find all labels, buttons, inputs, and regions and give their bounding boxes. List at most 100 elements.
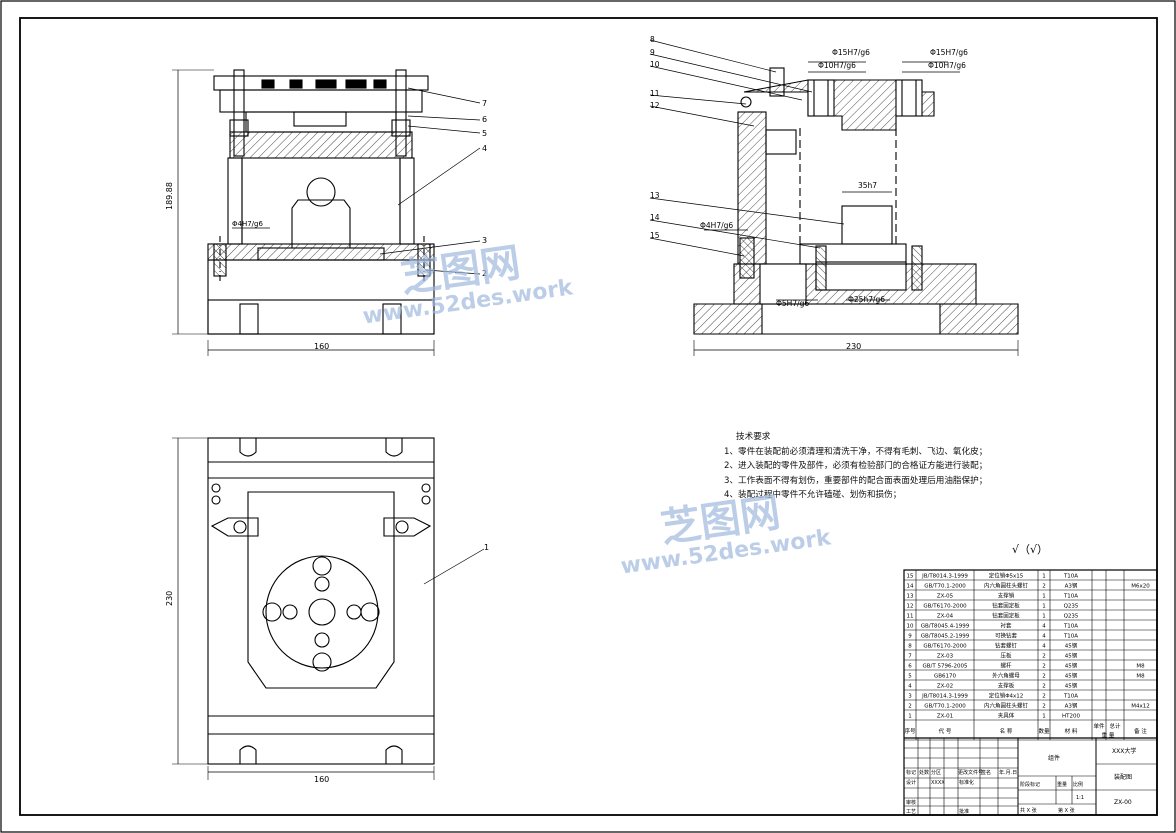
tb-weight-label: 重量	[1057, 781, 1067, 788]
side-fit-5: 35h7	[858, 181, 877, 190]
bom-name: 钻套固定板	[992, 602, 1020, 610]
bom-name: 内六角圆柱头螺钉	[984, 582, 1029, 590]
callout-6: 6	[482, 115, 487, 124]
tech-item-3: 3、工作表面不得有划伤，重要部件的配合面表面处理后用油脂保护；	[724, 475, 988, 486]
callout-12: 12	[650, 101, 660, 110]
bom-note: M8	[1136, 674, 1145, 680]
bom-qty: 1	[1042, 714, 1046, 720]
bom-header-total: 总计	[1109, 722, 1121, 730]
bom-note: M6x20	[1131, 584, 1150, 590]
bom-code: ZX-02	[937, 684, 953, 690]
tech-item-4: 4、装配过程中零件不允许磕碰、划伤和损伤；	[724, 490, 902, 501]
bom-code: GB/T70.1-2000	[924, 584, 966, 590]
callout-15: 15	[650, 231, 660, 240]
bom-qty: 1	[1042, 574, 1046, 580]
bom-name: 可换钻套	[995, 632, 1018, 640]
tb-zone: 分区	[931, 769, 941, 776]
bom-qty: 2	[1042, 684, 1046, 690]
bom-code: GB/T6170-2000	[923, 644, 967, 650]
bom-material: T10A	[1063, 624, 1078, 630]
bom-name: 衬套	[1000, 622, 1012, 630]
tb-designer: XXXX	[931, 780, 945, 786]
bom-qty: 1	[1042, 594, 1046, 600]
bom-header-no: 序号	[904, 727, 916, 735]
callout-13: 13	[650, 191, 660, 200]
bom-material: 45钢	[1065, 682, 1078, 690]
bom-name: 钻套固定板	[992, 612, 1020, 620]
side-fit-3: Φ15H7/g6	[930, 48, 968, 57]
bom-material: A3钢	[1065, 702, 1078, 710]
bom-note: M4x12	[1131, 704, 1150, 710]
side-view	[649, 39, 1019, 356]
bom-material: Q235	[1064, 604, 1079, 610]
tb-date: 年.月.日	[999, 769, 1017, 776]
bom-name: 夹具体	[998, 712, 1015, 720]
bom-code: ZX-04	[937, 614, 954, 620]
callout-5: 5	[482, 129, 487, 138]
bom-code: JB/T8014.3-1999	[921, 694, 968, 700]
bom-header-unit: 单件	[1093, 722, 1105, 730]
bom-no: 15	[907, 574, 914, 580]
tb-scale: 1:1	[1076, 795, 1084, 801]
bom-material: HT200	[1062, 714, 1080, 720]
tb-school: XXX大学	[1112, 747, 1136, 755]
bom-code: GB/T70.1-2000	[924, 704, 966, 710]
callout-4: 4	[482, 144, 487, 153]
bom-no: 9	[908, 634, 912, 640]
tb-process: 工艺	[906, 809, 916, 815]
bom-name: 支撑销	[998, 592, 1015, 600]
callout-10: 10	[650, 60, 660, 69]
bom-name: 定位销Φ5x15	[989, 572, 1024, 580]
bom-note: M8	[1136, 664, 1145, 670]
callout-8: 8	[650, 35, 655, 44]
bom-qty: 2	[1042, 664, 1046, 670]
bom-material: 45钢	[1065, 672, 1078, 680]
bom-code: ZX-01	[937, 714, 953, 720]
bom-qty: 4	[1042, 644, 1046, 650]
bom-name: 钻套螺钉	[995, 642, 1018, 650]
bom-qty: 4	[1042, 634, 1046, 640]
tb-change-doc: 更改文件号	[958, 769, 983, 776]
bom-name: 支撑板	[998, 682, 1015, 690]
tech-title: 技术要求	[736, 432, 771, 442]
tb-material: 组件	[1048, 754, 1060, 762]
side-fit-2: Φ10H7/g6	[818, 61, 856, 70]
tech-item-2: 2、进入装配的零件及部件，必须有检验部门的合格证方能进行装配；	[724, 461, 988, 472]
bom-material: 45钢	[1065, 652, 1078, 660]
callout-11: 11	[650, 89, 660, 98]
tb-sheet-no: 第 X 张	[1058, 807, 1075, 814]
bom-no: 13	[907, 594, 914, 600]
bom-no: 7	[908, 654, 912, 660]
bom-no: 3	[908, 694, 912, 700]
bom-header-code: 代 号	[939, 727, 952, 735]
front-height-dim: 189.88	[165, 182, 174, 210]
side-fit-4: Φ10H7/g6	[928, 61, 966, 70]
bom-qty: 2	[1042, 704, 1046, 710]
top-view	[172, 437, 485, 780]
bom-material: Q235	[1064, 614, 1079, 620]
tech-item-1: 1、零件在装配前必须清理和清洗干净，不得有毛刺、飞边、氧化皮；	[724, 446, 988, 457]
bom-no: 6	[908, 664, 912, 670]
bom-header-weight: 重 量	[1102, 731, 1115, 739]
bom-material: T10A	[1063, 574, 1078, 580]
bom-header-name: 名 称	[1000, 727, 1013, 735]
front-fit-left: Φ4H7/g6	[232, 220, 263, 228]
callout-3: 3	[482, 236, 487, 245]
bom-qty: 4	[1042, 624, 1046, 630]
bom-code: ZX-03	[937, 654, 954, 660]
top-height-dim: 230	[165, 591, 174, 606]
bom-header-note: 备 注	[1134, 727, 1147, 735]
bom-qty: 2	[1042, 694, 1046, 700]
bom-material: 45钢	[1065, 662, 1078, 670]
callout-9: 9	[650, 48, 655, 57]
side-fit-1: Φ15H7/g6	[832, 48, 870, 57]
callout-7: 7	[482, 99, 487, 108]
bom-no: 4	[908, 684, 912, 690]
bom-no: 8	[908, 644, 912, 650]
bom-code: GB/T6170-2000	[923, 604, 967, 610]
bom-qty: 2	[1042, 584, 1046, 590]
bom-qty: 2	[1042, 674, 1046, 680]
